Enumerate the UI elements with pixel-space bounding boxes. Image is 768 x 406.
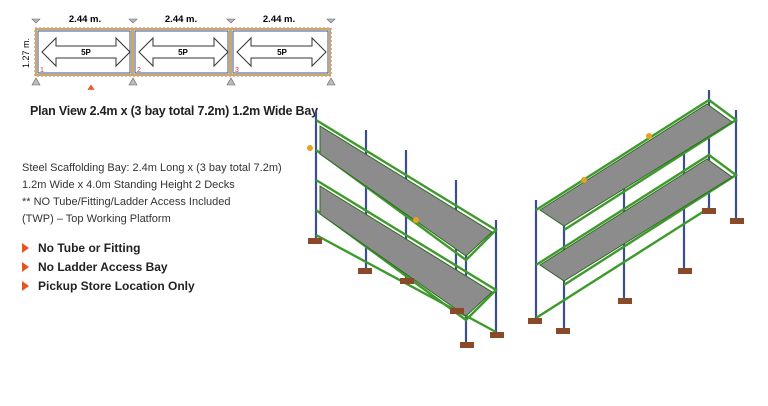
bay-number: 3 xyxy=(235,67,239,74)
bay-2: 5P 2 xyxy=(132,28,231,76)
spec-line: ** NO Tube/Fitting/Ladder Access Include… xyxy=(22,196,231,208)
bay-1: 5P 1 xyxy=(35,28,133,76)
bay-3: 5P 3 xyxy=(230,28,331,76)
scaffold-isometric-right xyxy=(528,90,744,334)
triangle-bullet-icon xyxy=(22,261,29,272)
pointer-arrow-icon xyxy=(87,84,95,90)
spec-line: 1.2m Wide x 4.0m Standing Height 2 Decks xyxy=(22,179,235,191)
spec-text: Steel Scaffolding Bay: 2.4m Long x (3 ba… xyxy=(22,160,282,228)
list-item: No Ladder Access Bay xyxy=(22,257,195,276)
feature-list: No Tube or Fitting No Ladder Access Bay … xyxy=(22,238,195,295)
bay-width-label: 2.44 m. xyxy=(69,14,101,25)
bay-number: 1 xyxy=(40,67,44,74)
scaffold-isometric-left xyxy=(307,110,504,348)
bay-depth-label: 1.27 m. xyxy=(21,38,31,68)
spec-line: (TWP) – Top Working Platform xyxy=(22,213,171,225)
triangle-bullet-icon xyxy=(22,242,29,253)
bay-plank-label: 5P xyxy=(178,48,188,57)
plan-view-diagram: 2.44 m. 2.44 m. 2.44 m. 1.27 m. 5P 1 5P … xyxy=(21,14,336,90)
triangle-bullet-icon xyxy=(22,280,29,291)
bay-plank-label: 5P xyxy=(81,48,91,57)
spec-line: Steel Scaffolding Bay: 2.4m Long x (3 ba… xyxy=(22,162,282,174)
list-item: No Tube or Fitting xyxy=(22,238,195,257)
plan-view-title: Plan View 2.4m x (3 bay total 7.2m) 1.2m… xyxy=(30,104,318,118)
base-plate-markers xyxy=(31,18,336,86)
bay-number: 2 xyxy=(137,67,141,74)
double-arrow-icon xyxy=(138,36,229,68)
double-arrow-icon xyxy=(41,36,131,68)
bay-width-label: 2.44 m. xyxy=(263,14,295,25)
list-item: Pickup Store Location Only xyxy=(22,276,195,295)
bay-width-label: 2.44 m. xyxy=(165,14,197,25)
double-arrow-icon xyxy=(236,36,327,68)
bay-plank-label: 5P xyxy=(277,48,287,57)
